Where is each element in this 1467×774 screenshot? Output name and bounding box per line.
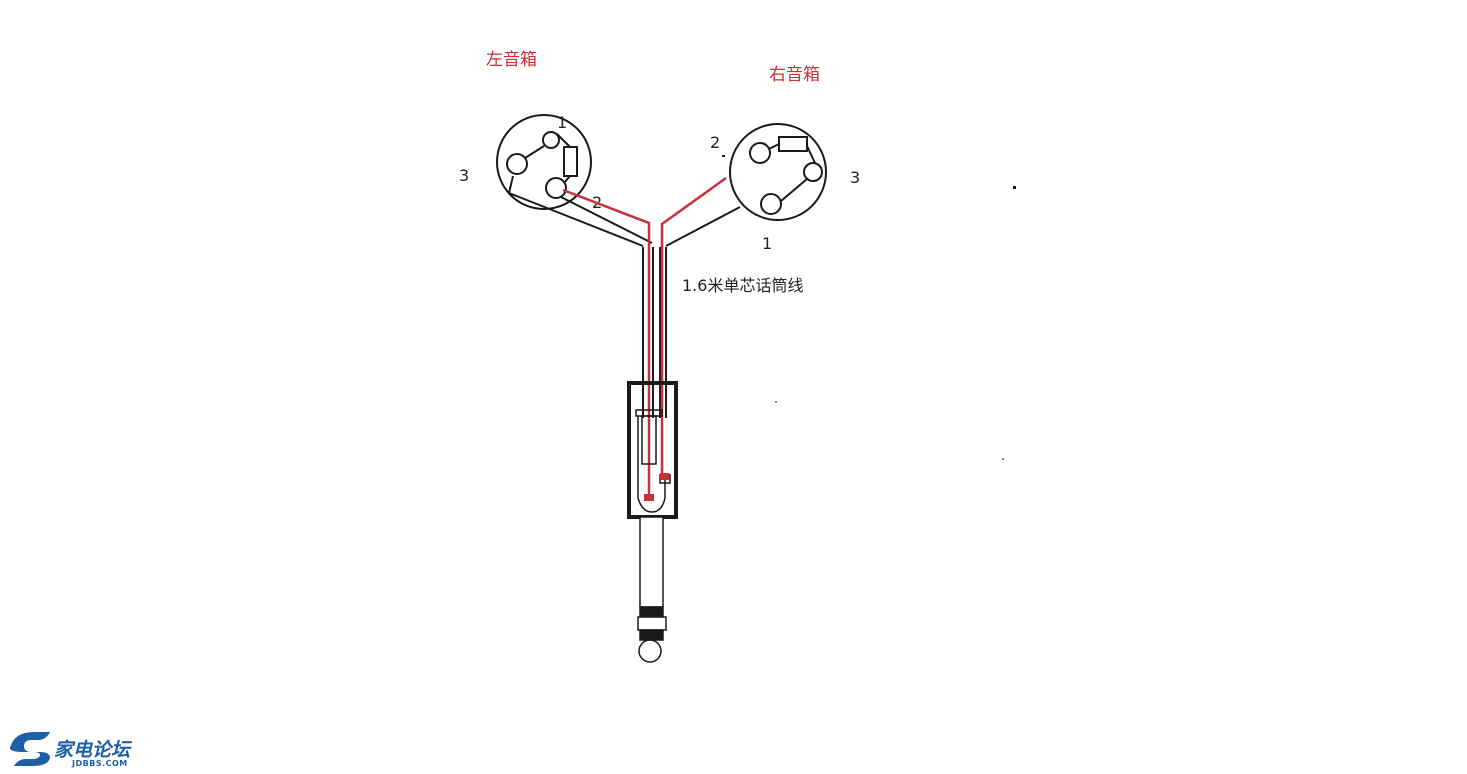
solder-points	[644, 473, 669, 501]
right-xlr-connector	[729, 123, 827, 221]
plug-insulator-2	[639, 629, 664, 641]
cable-body	[642, 247, 667, 418]
left-pin-3-contact	[506, 153, 528, 175]
right-speaker-label: 右音箱	[769, 65, 820, 85]
left-xlr-connector	[496, 114, 592, 210]
right-internal-wiring	[768, 143, 816, 202]
left-pin-2-contact	[545, 177, 567, 199]
stray-dot	[1013, 186, 1016, 189]
plug-inner-clamp	[637, 416, 666, 513]
left-speaker-label: 左音箱	[486, 50, 537, 70]
plug-tip	[638, 639, 662, 663]
plug-sleeve-tab	[641, 415, 657, 465]
left-pin-3-label: 3	[459, 166, 469, 185]
left-internal-wiring	[524, 133, 571, 184]
plug-ring	[637, 616, 667, 631]
stray-dot	[1002, 458, 1004, 460]
right-pin-2-label: 2	[710, 133, 720, 152]
left-pin-1-label: 1	[557, 113, 567, 132]
right-pin-2-contact	[749, 142, 771, 164]
left-connector-body	[496, 114, 592, 210]
right-resistor	[778, 136, 808, 152]
plug-sleeve	[639, 516, 664, 608]
tip-solder	[660, 473, 669, 480]
right-pin-3-label: 3	[850, 168, 860, 187]
stray-dot	[775, 401, 777, 403]
cable-label: 1.6米单芯话筒线	[682, 276, 803, 295]
shield-wires	[507, 175, 741, 247]
left-resistor	[563, 146, 578, 177]
watermark-name: 家电论坛	[54, 739, 133, 761]
right-pin-3-contact	[803, 162, 823, 182]
watermark-domain: JDBBS.COM	[71, 759, 128, 768]
signal-wires	[562, 176, 727, 498]
sleeve-solder	[644, 494, 654, 501]
right-pin-1-contact	[760, 193, 782, 215]
watermark-logo-icon	[10, 732, 50, 766]
right-pin-1-label: 1	[762, 234, 772, 253]
left-pin-1-contact	[542, 131, 560, 149]
watermark-logo: 家电论坛 JDBBS.COM	[10, 732, 133, 768]
stray-dot	[722, 155, 725, 157]
plug-insulator-1	[639, 606, 664, 618]
plug-shaft	[637, 516, 667, 663]
